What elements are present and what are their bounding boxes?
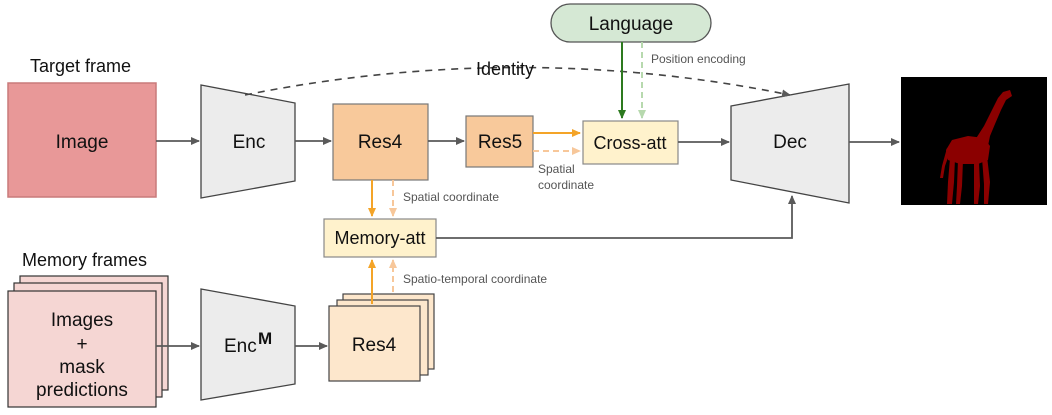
- spatial-coordinate-label-a: Spatial coordinate: [403, 190, 499, 204]
- target-frame-heading: Target frame: [30, 56, 131, 76]
- spatial-coordinate-label-b1: Spatial: [538, 162, 575, 176]
- memory-frames-heading: Memory frames: [22, 250, 147, 270]
- res5-label: Res5: [478, 132, 522, 153]
- spatio-temporal-label: Spatio-temporal coordinate: [403, 272, 547, 286]
- cross-attention-label: Cross-att: [593, 133, 666, 153]
- target-image-label: Image: [56, 132, 109, 153]
- output-mask: [901, 77, 1047, 205]
- language-box: [550, 3, 712, 43]
- memory-label-line-3: mask: [59, 357, 105, 378]
- memory-encoder-trapezoid: [200, 288, 296, 401]
- arrow-memoryatt-to-dec: [436, 195, 796, 239]
- identity-skip-arrow: [244, 66, 791, 98]
- res5-box: [465, 115, 534, 168]
- res4-memory-label: Res4: [352, 335, 397, 356]
- encoder-label: Enc: [233, 132, 266, 153]
- res4-target-label: Res4: [358, 132, 403, 153]
- memory-label-line-4: predictions: [36, 380, 128, 401]
- decoder-label: Dec: [773, 132, 807, 153]
- res4-memory-stack: [328, 293, 435, 382]
- memory-label-line-2: +: [76, 334, 87, 355]
- memory-encoder-superscript: M: [258, 329, 272, 348]
- memory-label-line-1: Images: [51, 310, 113, 331]
- memory-attention-label: Memory-att: [334, 228, 425, 248]
- spatial-coordinate-label-b2: coordinate: [538, 178, 594, 192]
- cross-attention-box: [582, 120, 679, 165]
- position-encoding-label: Position encoding: [651, 52, 746, 66]
- memory-frames-stack: [7, 275, 169, 408]
- encoder-trapezoid: [200, 84, 296, 199]
- memory-encoder-label: Enc: [224, 336, 257, 357]
- language-label: Language: [589, 14, 674, 35]
- decoder-trapezoid: [730, 83, 850, 204]
- target-image-box: [7, 82, 157, 198]
- res4-target-box: [332, 103, 429, 181]
- identity-label: Identity: [476, 59, 534, 79]
- giraffe-mask-icon: [940, 90, 1012, 204]
